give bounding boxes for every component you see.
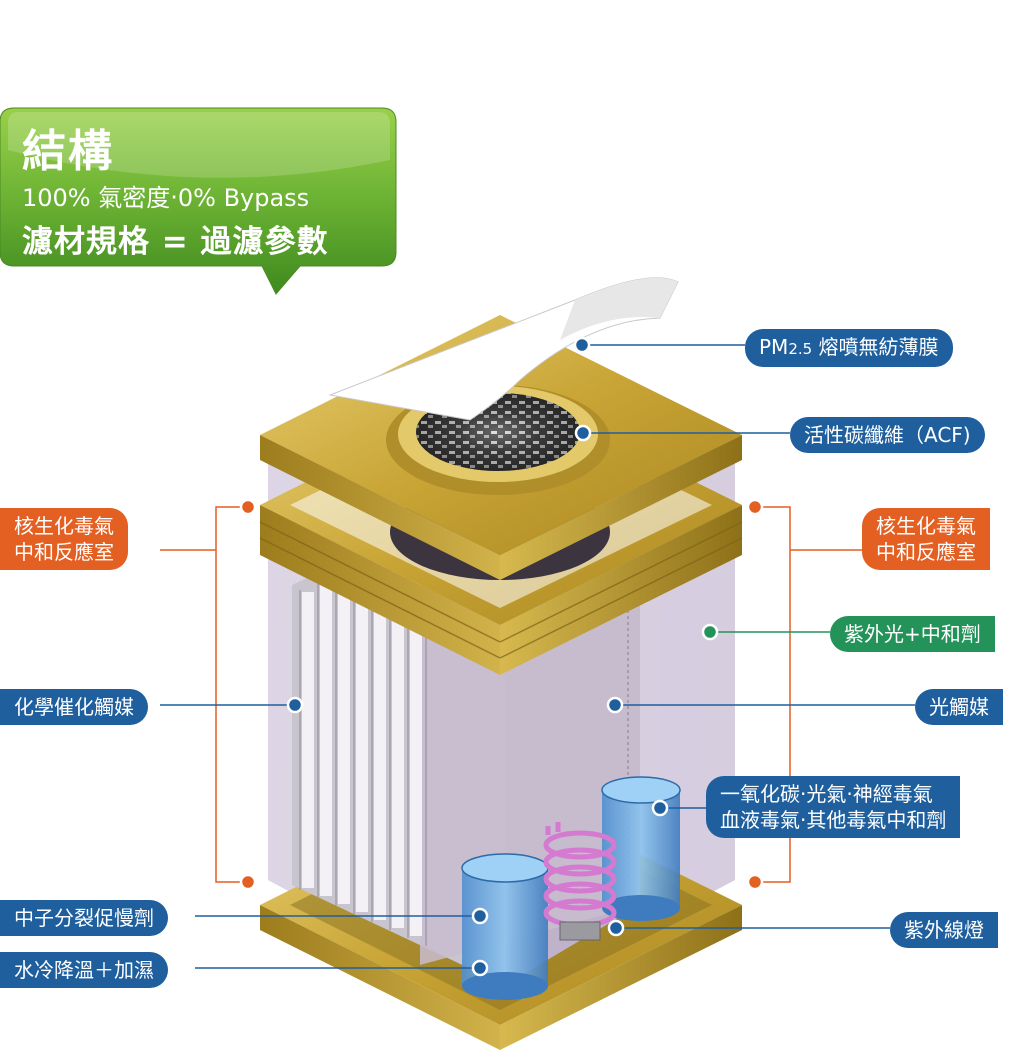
pm25-film-sheet [328, 277, 679, 421]
label-toxic-line2: 血液毒氣‧其他毒氣中和劑 [720, 808, 947, 832]
label-pm25-prefix: PM [759, 335, 789, 359]
label-nbc-right-line2: 中和反應室 [876, 540, 976, 564]
label-toxic-line1: 一氧化碳‧光氣‧神經毒氣 [720, 782, 933, 806]
header-title: 結構 [22, 126, 114, 177]
header-bubble [0, 107, 397, 295]
label-uv-neutralizer: 紫外光+中和劑 [830, 616, 995, 652]
label-pm25-film: PM2.5 熔噴無紡薄膜 [745, 329, 953, 367]
label-photocatalyst: 光觸媒 [915, 689, 1003, 725]
label-uv-lamp: 紫外線燈 [890, 912, 998, 948]
label-acf: 活性碳纖維（ACF) [790, 417, 985, 453]
label-pm25-sub: 2.5 [788, 340, 813, 358]
label-nbc-right-line1: 核生化毒氣 [876, 514, 976, 538]
leader-dots [239, 336, 764, 977]
header-subtitle-line2: 濾材規格 = 過濾參數 [22, 224, 329, 260]
label-nbc-chamber-right: 核生化毒氣 中和反應室 [862, 508, 990, 570]
label-pm25-text: 熔噴無紡薄膜 [812, 335, 939, 359]
leader-lines [160, 344, 915, 969]
label-toxic-gases: 一氧化碳‧光氣‧神經毒氣 血液毒氣‧其他毒氣中和劑 [706, 776, 961, 838]
label-nbc-left-line1: 核生化毒氣 [14, 514, 114, 538]
uv-coil-lamp [543, 822, 617, 941]
label-nbc-left-line2: 中和反應室 [14, 540, 114, 564]
label-water-cooling: 水冷降溫＋加濕 [0, 952, 168, 988]
label-nbc-chamber-left: 核生化毒氣 中和反應室 [0, 508, 128, 570]
header-subtitle-line1: 100% 氣密度‧0% Bypass [22, 184, 310, 212]
label-chem-catalyst: 化學催化觸媒 [0, 689, 148, 725]
water-cylinder-left [461, 853, 549, 1000]
label-neutron-retarder: 中子分裂促慢劑 [0, 900, 168, 936]
